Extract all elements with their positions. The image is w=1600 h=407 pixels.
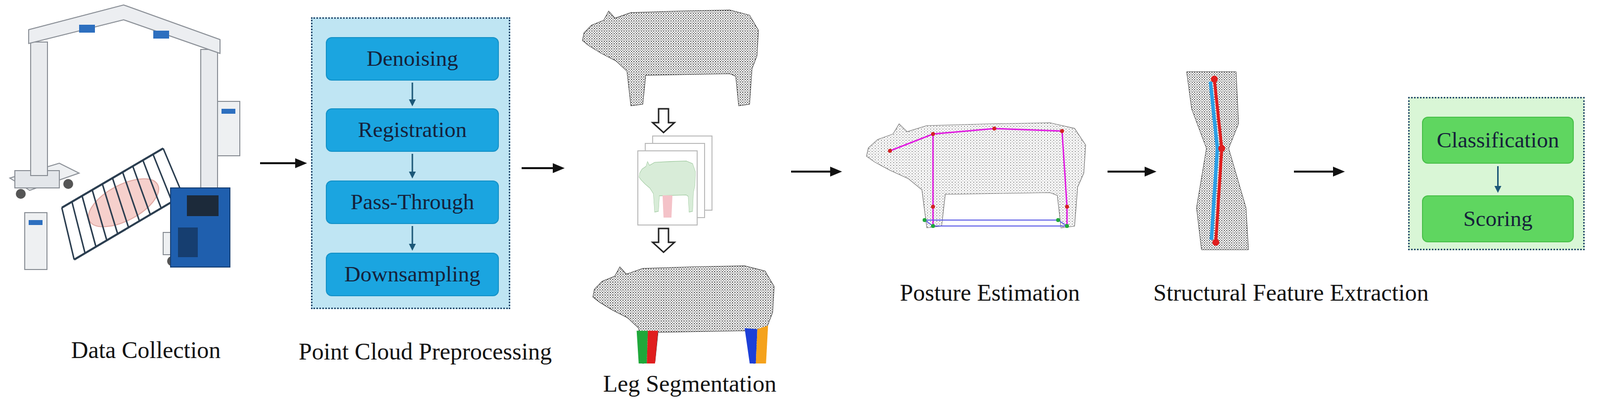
flow-arrow bbox=[1293, 166, 1345, 177]
arrow-shaft bbox=[1497, 166, 1499, 188]
preprocessing-panel: Point Cloud PreprocessingDenoisingRegist… bbox=[311, 17, 511, 310]
arrow-shaft bbox=[411, 225, 414, 246]
arrow-head bbox=[1494, 185, 1502, 193]
arrow-shaft bbox=[1293, 170, 1336, 173]
stage-illustration: Structural Feature Extraction bbox=[1164, 69, 1286, 254]
process-box: Pass-Through bbox=[325, 180, 499, 224]
panel-ground bbox=[311, 17, 511, 310]
flow-arrow bbox=[521, 163, 565, 174]
arrow-shaft bbox=[411, 82, 414, 101]
posture-illustration bbox=[866, 122, 1086, 228]
stage-illustration: Leg Segmentation bbox=[568, 2, 787, 369]
box-label: Denoising bbox=[366, 45, 459, 72]
output-box: Classification bbox=[1422, 116, 1574, 164]
flow-arrow bbox=[791, 166, 843, 177]
flow-arrow bbox=[408, 153, 416, 179]
box-label: Registration bbox=[357, 117, 467, 143]
output-panel: ClassificationScoring bbox=[1408, 96, 1585, 251]
arrow-head bbox=[408, 99, 416, 107]
arrow-head bbox=[408, 243, 416, 251]
flow-arrow bbox=[408, 82, 416, 107]
box-label: Classification bbox=[1436, 127, 1559, 154]
arrow-head bbox=[408, 171, 416, 179]
arrow-shaft bbox=[1107, 170, 1148, 173]
arrow-shaft bbox=[791, 170, 833, 173]
stage-caption: Data Collection bbox=[71, 336, 222, 364]
box-label: Scoring bbox=[1463, 206, 1533, 232]
process-box: Downsampling bbox=[325, 252, 499, 297]
stage-caption: Posture Estimation bbox=[899, 278, 1080, 307]
process-box: Registration bbox=[325, 108, 499, 152]
leg-segmentation-illustration bbox=[582, 9, 775, 364]
flow-arrow bbox=[260, 158, 308, 169]
process-box: Denoising bbox=[325, 37, 499, 81]
flow-arrow bbox=[1494, 166, 1502, 193]
gantry-illustration bbox=[9, 4, 240, 270]
panel-ground bbox=[1408, 96, 1585, 251]
arrow-head bbox=[552, 163, 565, 174]
arrow-head bbox=[1144, 166, 1157, 177]
arrow-shaft bbox=[411, 153, 414, 174]
box-label: Pass-Through bbox=[350, 189, 475, 216]
stage-caption: Leg Segmentation bbox=[603, 369, 777, 398]
flow-arrow bbox=[408, 225, 416, 251]
arrow-shaft bbox=[260, 162, 298, 165]
arrow-head bbox=[295, 158, 308, 169]
box-label: Downsampling bbox=[344, 261, 481, 288]
stage-illustration: Posture Estimation bbox=[847, 113, 1096, 235]
arrow-shaft bbox=[521, 167, 556, 170]
output-box: Scoring bbox=[1422, 195, 1574, 243]
arrow-head bbox=[830, 166, 843, 177]
leg-feature-illustration bbox=[1186, 71, 1249, 250]
stage-illustration: Data Collection bbox=[4, 4, 258, 277]
stage-caption: Point Cloud Preprocessing bbox=[298, 337, 552, 365]
arrow-head bbox=[1333, 166, 1345, 177]
stage-caption: Structural Feature Extraction bbox=[1153, 278, 1429, 307]
flow-arrow bbox=[1107, 166, 1157, 177]
